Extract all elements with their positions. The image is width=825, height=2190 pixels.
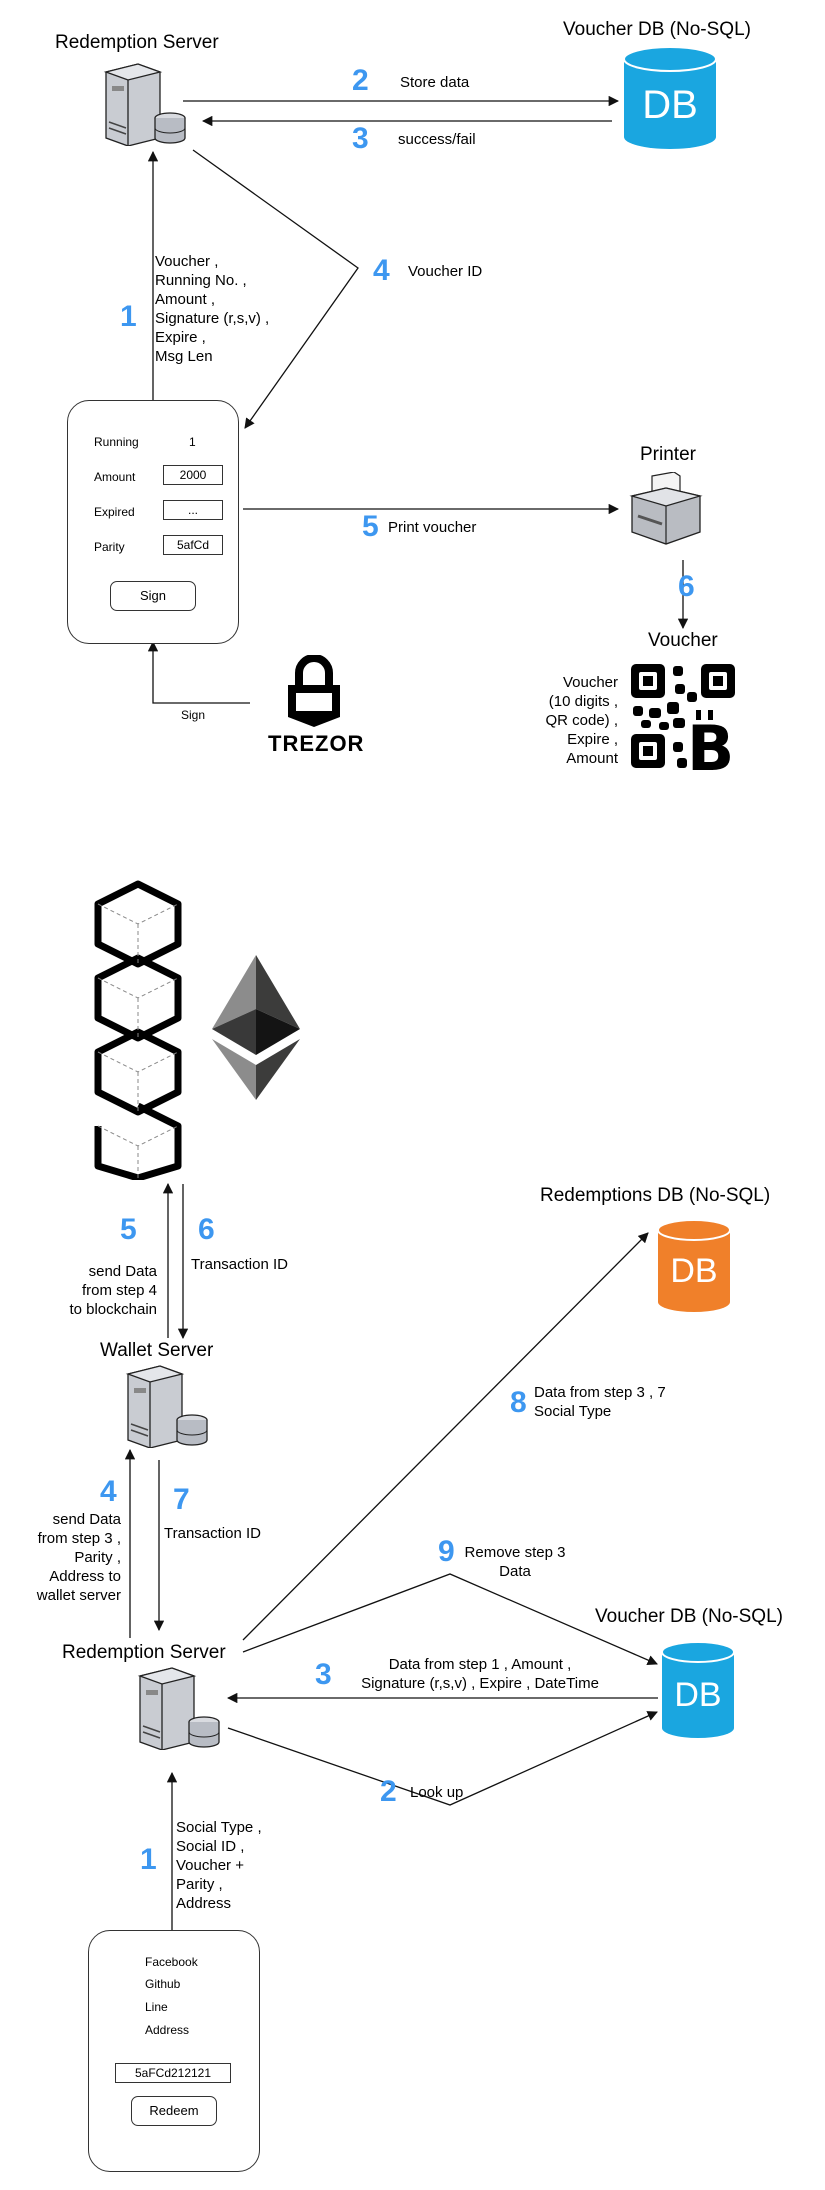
parity-field[interactable]: 5afCd — [163, 535, 223, 555]
bottom-redemption-server-title: Redemption Server — [62, 1642, 226, 1663]
arrow-step2 — [227, 1711, 658, 1806]
blockchain-icon — [94, 880, 182, 1180]
printer-icon — [629, 472, 703, 545]
db-label: DB — [642, 83, 698, 127]
server-icon — [103, 63, 186, 146]
signing-app-panel: Running 1 Amount 2000 Expired ... Parity… — [67, 400, 239, 644]
bottom-server-icon — [137, 1667, 220, 1750]
bottom-step3-number: 3 — [315, 1658, 332, 1691]
voucher-db-icon: DB — [622, 45, 718, 151]
redeem-button[interactable]: Redeem — [131, 2096, 217, 2126]
redemptions-db-title: Redemptions DB (No-SQL) — [540, 1185, 771, 1206]
top-step3-label: success/fail — [398, 131, 476, 148]
bottom-step6-label: Transaction ID — [191, 1256, 288, 1273]
bottom-step8-label: Data from step 3 , 7 Social Type — [534, 1384, 666, 1420]
top-step4-number: 4 — [373, 254, 390, 287]
ethereum-icon — [212, 955, 300, 1100]
top-step6-number: 6 — [678, 570, 695, 603]
voucher-description: Voucher (10 digits , QR code) , Expire ,… — [545, 674, 618, 767]
printer-title: Printer — [640, 444, 696, 465]
bottom-step8-number: 8 — [510, 1386, 527, 1419]
top-step1-label: Voucher , Running No. , Amount , Signatu… — [155, 253, 270, 365]
top-step5-number: 5 — [362, 510, 379, 543]
sign-button[interactable]: Sign — [110, 581, 196, 611]
bottom-voucher-db-label: DB — [674, 1676, 722, 1714]
top-redemption-server-title: Redemption Server — [55, 32, 219, 53]
top-step4-label: Voucher ID — [408, 263, 483, 280]
sign-arrow-label: Sign — [181, 708, 206, 722]
bottom-step3-label: Data from step 1 , Amount , Signature (r… — [361, 1656, 599, 1692]
parity-address-input[interactable]: 5aFCd212121 — [115, 2063, 231, 2083]
amount-label: Amount — [94, 470, 136, 484]
bottom-step4-number: 4 — [100, 1475, 117, 1508]
bottom-step2-label: Look up — [410, 1784, 464, 1801]
bottom-step2-number: 2 — [380, 1775, 397, 1808]
wallet-server-title: Wallet Server — [100, 1340, 214, 1361]
running-label: Running — [94, 435, 139, 449]
app-item-github[interactable]: Github — [145, 1977, 181, 1991]
redemptions-db-label: DB — [670, 1252, 718, 1290]
amount-field[interactable]: 2000 — [163, 465, 223, 485]
trezor-lock-icon — [288, 655, 340, 727]
bottom-step1-label: Social Type , Social ID , Voucher + Pari… — [176, 1819, 262, 1912]
qr-code-bitcoin-icon: B — [631, 664, 735, 770]
parity-label: Parity — [94, 540, 125, 554]
top-step2-label: Store data — [400, 74, 470, 91]
bottom-step5-label: send Data from step 4 to blockchain — [69, 1263, 157, 1318]
arrow-step9 — [242, 1573, 658, 1666]
expired-label: Expired — [94, 505, 135, 519]
bottom-step4-label: send Data from step 3 , Parity , Address… — [36, 1511, 121, 1604]
redemptions-db-icon: DB — [656, 1218, 732, 1314]
arrow-voucher-id — [192, 149, 359, 429]
arrow-trezor-sign — [147, 640, 250, 704]
bottom-step6-number: 6 — [198, 1213, 215, 1246]
top-step2-number: 2 — [352, 64, 369, 97]
wallet-server-icon — [125, 1365, 208, 1448]
bottom-step1-number: 1 — [140, 1843, 157, 1876]
top-step1-number: 1 — [120, 300, 137, 333]
bottom-step9-number: 9 — [438, 1535, 455, 1568]
app-item-facebook[interactable]: Facebook — [145, 1955, 198, 1969]
bottom-step9-label: Remove step 3 Data — [464, 1544, 566, 1580]
top-step3-number: 3 — [352, 122, 369, 155]
voucher-title: Voucher — [648, 630, 718, 651]
app-item-line[interactable]: Line — [145, 2000, 168, 2014]
trezor-label: TREZOR — [268, 731, 365, 756]
running-value: 1 — [189, 435, 196, 449]
app-item-address[interactable]: Address — [145, 2023, 190, 2037]
redeem-app-panel: Facebook Github Line Address 5aFCd212121… — [88, 1930, 260, 2172]
bottom-voucher-db-icon: DB — [660, 1640, 736, 1740]
bottom-step5-number: 5 — [120, 1213, 137, 1246]
svg-text:B: B — [687, 712, 734, 770]
bottom-voucher-db-title: Voucher DB (No-SQL) — [595, 1606, 783, 1627]
bottom-step7-label: Transaction ID — [164, 1525, 261, 1542]
expired-field[interactable]: ... — [163, 500, 223, 520]
top-voucher-db-title: Voucher DB (No-SQL) — [563, 19, 751, 40]
arrow-step8 — [242, 1232, 649, 1641]
top-step5-label: Print voucher — [388, 519, 477, 536]
bottom-step7-number: 7 — [173, 1483, 190, 1516]
